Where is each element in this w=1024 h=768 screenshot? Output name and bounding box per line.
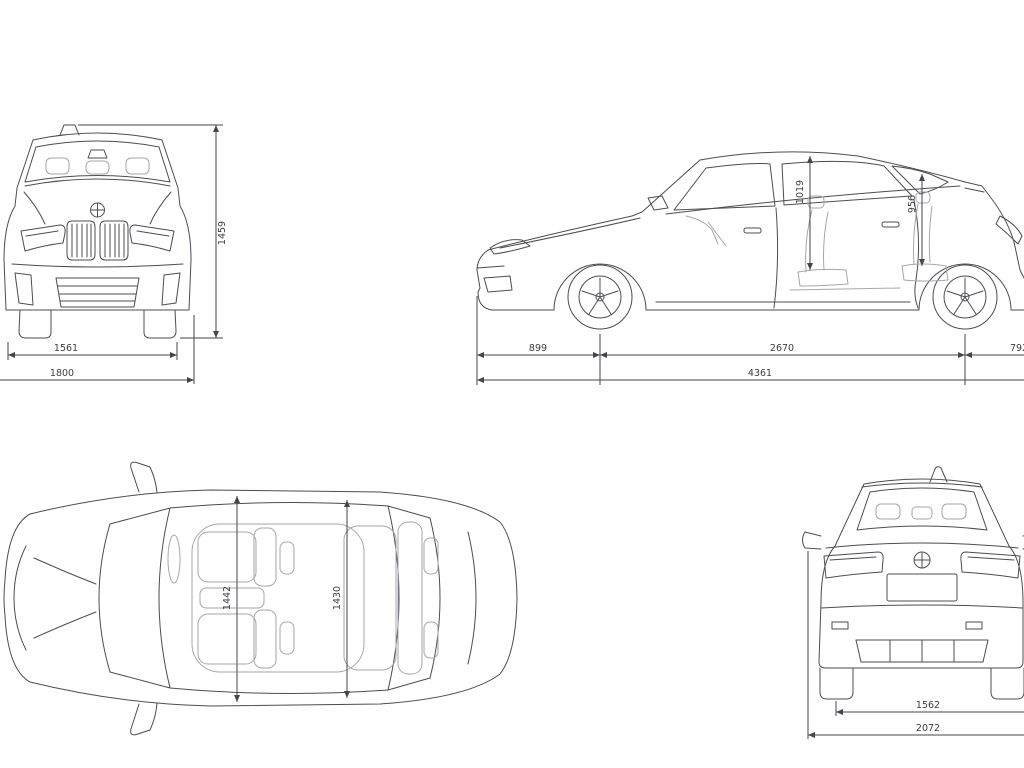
taillight-left — [823, 551, 884, 579]
rear-wheel-right — [990, 667, 1024, 700]
windshield — [24, 140, 171, 183]
quarter-window — [891, 165, 949, 195]
headrest — [911, 506, 933, 520]
taillight-right — [960, 551, 1021, 579]
kidney-grille — [66, 220, 129, 261]
front-side-window — [673, 163, 776, 211]
top-dimensions: 1442 1430 — [222, 496, 350, 702]
rear-track-dim-label: 1562 — [916, 700, 940, 711]
interior-sketch — [685, 191, 949, 291]
top-view-drawing: 1442 1430 — [3, 461, 518, 736]
rear-width-dim-label: 2072 — [916, 723, 940, 734]
brand-roundel-front — [90, 202, 105, 218]
front-car-outline — [3, 124, 192, 339]
mirror-top — [130, 461, 158, 494]
rear-car-outline — [802, 466, 1024, 700]
windshield-cowl — [98, 523, 111, 673]
headrest — [85, 160, 110, 175]
reflector-left — [831, 621, 849, 630]
front-wheel-left — [18, 309, 52, 339]
front-view-drawing: 1459 1561 1800 — [0, 124, 228, 384]
rear-window — [856, 487, 988, 531]
front-air-intake — [55, 277, 140, 308]
front-dimensions: 1459 1561 1800 — [0, 124, 228, 384]
side-car-outline — [476, 151, 1024, 330]
mirror-left — [802, 531, 822, 550]
antenna-fin-rear — [929, 466, 948, 483]
front-width-dim-label: 1800 — [50, 368, 74, 379]
front-interior-height-dim-label: 1019 — [795, 180, 806, 204]
front-height-dim-label: 1459 — [217, 221, 228, 245]
interior-sketch-top — [167, 521, 439, 675]
front-interior-width-dim-label: 1442 — [222, 586, 233, 610]
side-mirror — [647, 195, 669, 211]
rear-wheel — [932, 264, 998, 330]
rear-side-window — [781, 160, 913, 206]
headrest — [875, 503, 901, 520]
headlight-side — [489, 239, 531, 255]
wheelbase-dim-label: 2670 — [770, 343, 794, 354]
rear-window-bottom-edge — [429, 517, 441, 679]
headrest — [125, 157, 150, 175]
front-overhang-dim-label: 899 — [529, 343, 547, 354]
mirror-bottom — [130, 702, 158, 736]
front-wheel-right — [143, 309, 177, 339]
headlight-right — [129, 224, 175, 252]
length-dim-label: 4361 — [748, 368, 772, 379]
door-handle-front — [743, 227, 762, 234]
rear-overhang-dim-label: 792 — [1010, 343, 1024, 354]
top-car-outline — [3, 461, 518, 736]
door-handle-rear — [881, 221, 900, 228]
rear-wheel-left — [819, 667, 854, 700]
brand-roundel-rear — [913, 551, 931, 569]
rear-interior-height-dim-label: 956 — [907, 195, 918, 213]
roof-panel — [191, 523, 365, 673]
rear-window-top-edge — [387, 505, 400, 691]
front-wheel — [567, 264, 633, 330]
side-dimensions: 1019 956 899 2670 792 4361 — [476, 156, 1024, 385]
side-view-drawing: 1019 956 899 2670 792 4361 — [476, 151, 1024, 385]
rear-dimensions: 1562 2072 — [807, 551, 1024, 739]
rear-diffuser — [855, 639, 989, 663]
antenna-fin — [59, 124, 80, 136]
taillight-side — [995, 215, 1023, 245]
license-plate-area — [886, 573, 958, 602]
roof-front-edge — [158, 507, 171, 689]
rear-view-drawing: 1562 2072 — [802, 466, 1024, 739]
headlight-left — [20, 224, 66, 252]
interior-mirror — [87, 149, 108, 159]
reflector-right — [965, 621, 983, 630]
front-track-dim-label: 1561 — [54, 343, 78, 354]
headrest — [45, 157, 70, 175]
headrest — [941, 503, 967, 520]
rear-interior-width-dim-label: 1430 — [332, 586, 343, 610]
